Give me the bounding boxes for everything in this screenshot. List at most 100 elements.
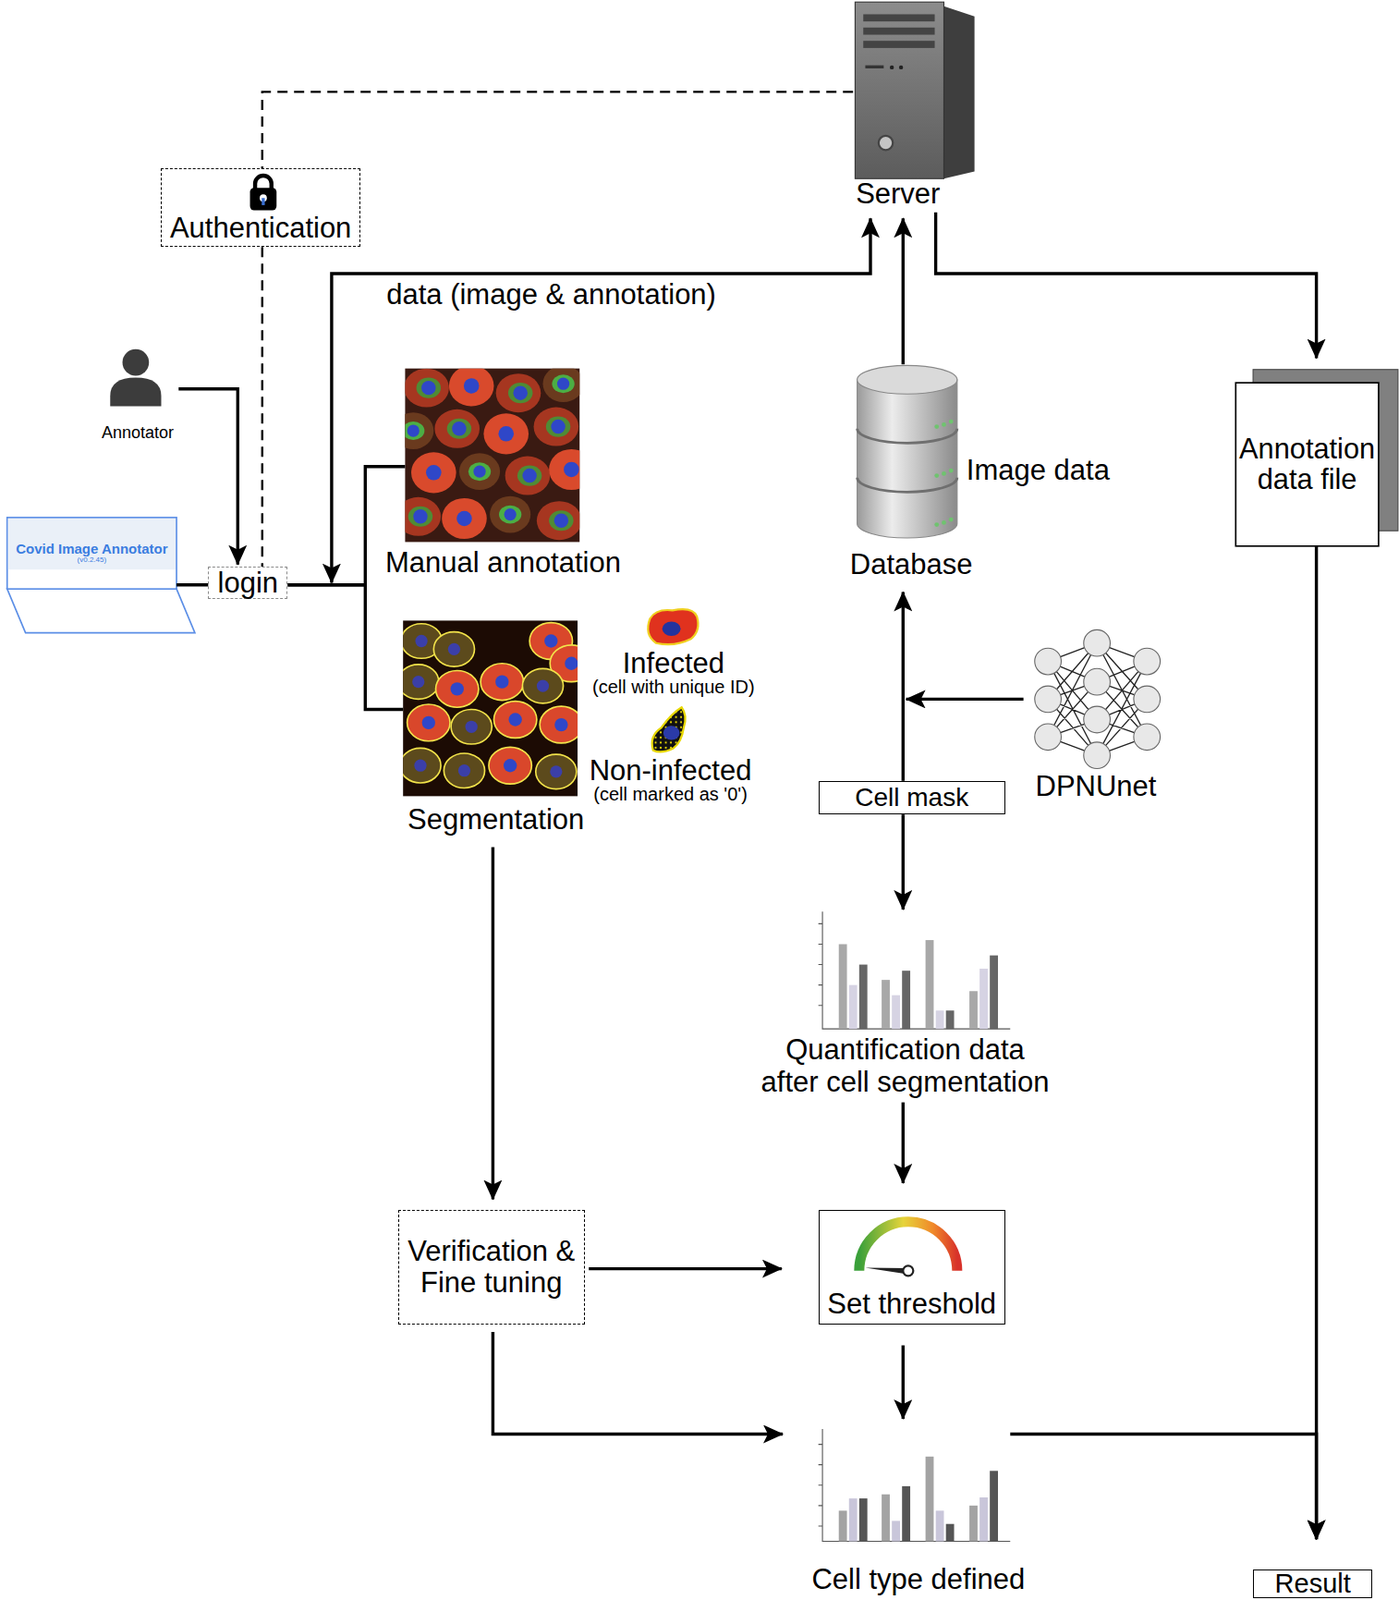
cell (493, 701, 536, 739)
cylinder-band (857, 477, 958, 492)
cell (407, 704, 451, 742)
text: Result (1275, 1569, 1351, 1597)
text: Annotation data file (1239, 433, 1375, 497)
non-infected-cell-icon (652, 706, 686, 752)
bar-chart-icon (818, 911, 1011, 1029)
db-led (941, 520, 947, 525)
bar (969, 990, 978, 1029)
label-slot: Non-infected (517, 754, 824, 788)
neuron (1034, 647, 1062, 675)
text-slot: Image data (966, 453, 1151, 487)
dashed-connector (261, 246, 264, 567)
text: Infected (622, 646, 725, 681)
server-bay (863, 40, 935, 49)
bar-chart-icon (818, 1428, 1011, 1541)
server-node: Server (852, 0, 978, 213)
text: (v0.2.45) (77, 556, 108, 565)
connector (331, 218, 871, 583)
text: login (218, 567, 280, 599)
cell (480, 663, 524, 701)
db-led (934, 473, 939, 478)
bar (859, 964, 868, 1030)
server-led (889, 65, 894, 70)
infected-cell-icon (647, 608, 698, 645)
bar (936, 1509, 945, 1541)
document-node: Annotation data file (1235, 382, 1379, 547)
connector (906, 697, 1024, 701)
neuron (1133, 685, 1161, 713)
server-side (943, 6, 974, 180)
connector (492, 1331, 783, 1434)
nucleus (662, 621, 682, 636)
database-node: Image dataDatabase (857, 364, 958, 579)
cell (404, 412, 434, 450)
segmentation-image (398, 620, 594, 796)
chart-axis (818, 1428, 1011, 1541)
cell (536, 500, 580, 540)
neuron (1083, 742, 1111, 769)
connector (491, 847, 495, 1200)
bar (881, 979, 890, 1029)
bar (839, 943, 848, 1029)
cell (483, 413, 529, 454)
cells (402, 622, 578, 790)
connector (901, 814, 905, 910)
document-icon (1235, 369, 1399, 547)
text: Quantification data after cell segmentat… (747, 1033, 1062, 1099)
neuron (1034, 723, 1062, 751)
text: (cell marked as '0') (593, 783, 748, 805)
neuron (1083, 705, 1111, 733)
text: Set threshold (827, 1288, 997, 1320)
lock-shackle (255, 175, 272, 189)
text: Manual annotation (385, 546, 621, 580)
person-head (122, 349, 150, 377)
text: Cell mask (854, 783, 969, 813)
network-links (1047, 643, 1147, 755)
text: (cell with unique ID) (592, 676, 755, 698)
text: Annotator (101, 423, 174, 443)
bar (891, 995, 901, 1029)
bar (881, 1494, 890, 1542)
text: data (image & annotation) (383, 278, 719, 312)
text: Authentication (170, 212, 352, 244)
gauge-arc (859, 1221, 958, 1271)
connector (178, 389, 238, 565)
connector (1314, 546, 1318, 1540)
cell (548, 449, 580, 490)
bar (979, 968, 988, 1029)
gauge-hub (902, 1265, 913, 1276)
dashed-connector (262, 91, 853, 169)
bar (969, 1505, 978, 1542)
connector (1009, 1434, 1316, 1540)
label-slot: (cell with unique ID) (520, 676, 827, 698)
db-led (941, 422, 947, 427)
cell-outline (652, 706, 686, 752)
connector (936, 212, 1317, 359)
cell (534, 407, 580, 447)
document-front (1235, 382, 1379, 547)
server-button (878, 135, 893, 150)
lock-keyhole (261, 197, 265, 206)
bar (946, 1009, 955, 1029)
text: Server (855, 177, 940, 211)
connector (901, 1102, 905, 1183)
cell (539, 705, 578, 743)
laptop-icon (7, 517, 195, 633)
cell (434, 409, 480, 449)
neuron (1083, 668, 1111, 695)
image-panel: Manual annotation (404, 368, 580, 543)
connector (901, 1345, 905, 1420)
cell (449, 368, 495, 407)
nucleus (663, 725, 681, 740)
cell (505, 456, 551, 496)
text: Database (850, 547, 974, 582)
image-panel: Segmentation (402, 620, 578, 847)
bar (936, 1009, 945, 1029)
network-node: DPNUnet (1028, 629, 1164, 802)
db-led (948, 468, 954, 474)
bar (989, 1470, 998, 1541)
annotator-node: Annotator (97, 346, 179, 444)
result-box: Result (1253, 1569, 1373, 1598)
cell (443, 753, 485, 789)
